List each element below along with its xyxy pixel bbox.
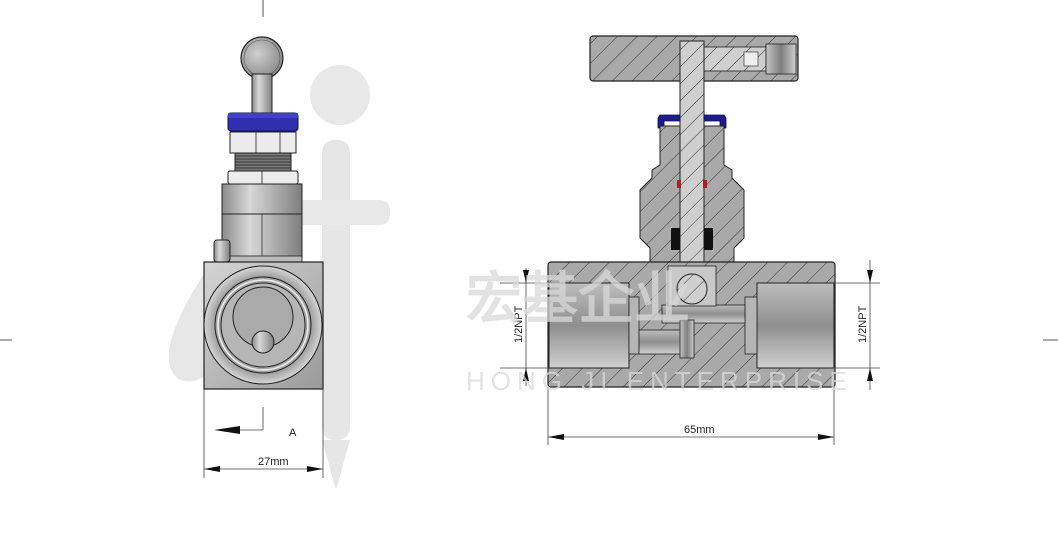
length-dimension-65mm: 65mm (684, 424, 715, 436)
sheet-tick-marks (0, 0, 1058, 341)
watermark-logo (168, 65, 390, 490)
right-port-dimension: 1/2NPT (857, 305, 869, 343)
watermark-english: HONG JI ENTERPRISE (466, 366, 853, 396)
watermark-text: 宏基企业 HONG JI ENTERPRISE (466, 267, 853, 396)
left-port-dimension: 1/2NPT (513, 305, 525, 343)
width-dimension-27mm: 27mm (258, 456, 289, 468)
watermark-chinese: 宏基企业 (466, 267, 690, 332)
side-view: A 27mm (203, 36, 324, 478)
section-view: 1/2NPT 1/2NPT 65mm (500, 35, 880, 445)
section-label-a: A (289, 427, 297, 439)
